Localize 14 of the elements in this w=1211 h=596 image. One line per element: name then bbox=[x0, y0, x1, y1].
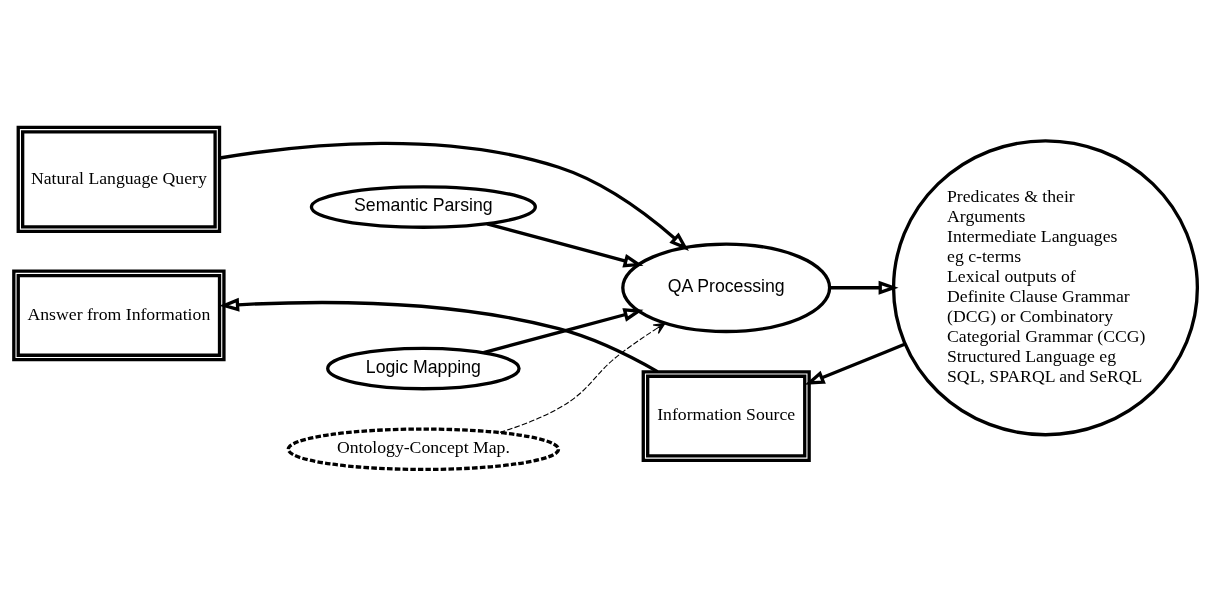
arrow bbox=[486, 221, 644, 267]
node-box: Natural Language Query bbox=[16, 125, 222, 233]
node-ellipse: Semantic Parsing bbox=[309, 184, 537, 229]
node-box: Information Source bbox=[641, 369, 811, 462]
node-ellipse: Logic Mapping bbox=[326, 346, 521, 390]
arrow bbox=[499, 322, 666, 433]
arrow bbox=[483, 307, 644, 354]
arrow bbox=[219, 297, 659, 373]
node-box: Answer from Information bbox=[12, 269, 226, 361]
arrow bbox=[829, 280, 899, 295]
arrow bbox=[219, 141, 689, 251]
node-ellipse: Ontology-Concept Map. bbox=[286, 426, 561, 471]
node-circle: Predicates & their Arguments Intermediate Languages eg c-terms Lexical outputs of Definite Clause Grammar (DCG) or Combinatory Categorial Grammar (CCG) Structured Language eg SQL, SPARQL and SeRQL bbox=[891, 138, 1200, 436]
arrow bbox=[804, 342, 906, 385]
